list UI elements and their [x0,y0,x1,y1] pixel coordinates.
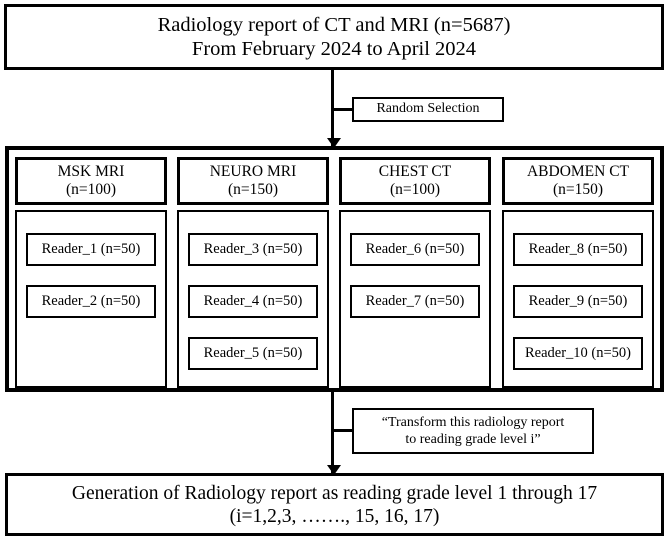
modality-body-neuro-mri: Reader_3 (n=50) Reader_4 (n=50) Reader_5… [177,210,329,388]
reader-label: Reader_10 (n=50) [524,344,632,361]
modality-column-chest-ct: CHEST CT (n=100) Reader_6 (n=50) Reader_… [339,150,491,388]
modality-column-msk-mri: MSK MRI (n=100) Reader_1 (n=50) Reader_2… [15,150,167,388]
source-report-box: Radiology report of CT and MRI (n=5687) … [4,4,664,70]
connector-modalities-to-output [331,392,334,473]
connector-transform-prompt-stub [331,429,354,432]
random-selection-label-box: Random Selection [352,97,504,122]
modality-name: NEURO MRI [209,162,297,180]
modality-group-container: MSK MRI (n=100) Reader_1 (n=50) Reader_2… [5,146,664,392]
reader-label: Reader_8 (n=50) [528,240,628,257]
reader-label: Reader_4 (n=50) [203,292,303,309]
reader-label: Reader_2 (n=50) [41,292,141,309]
output-line2: (i=1,2,3, ……., 15, 16, 17) [229,505,440,527]
reader-box-4: Reader_4 (n=50) [188,285,318,318]
modality-body-msk-mri: Reader_1 (n=50) Reader_2 (n=50) [15,210,167,388]
transform-prompt-line1: “Transform this radiology report [381,414,565,430]
output-generation-box: Generation of Radiology report as readin… [5,473,664,536]
reader-label: Reader_5 (n=50) [203,344,303,361]
modality-header-abdomen-ct: ABDOMEN CT (n=150) [502,157,654,205]
reader-slot: Reader_2 (n=50) [26,285,156,318]
random-selection-label: Random Selection [376,101,480,117]
reader-slot: Reader_3 (n=50) [188,233,318,266]
reader-label: Reader_3 (n=50) [203,240,303,257]
reader-slot: Reader_1 (n=50) [26,233,156,266]
reader-box-8: Reader_8 (n=50) [513,233,643,266]
reader-box-10: Reader_10 (n=50) [513,337,643,370]
reader-slot: Reader_5 (n=50) [188,337,318,370]
modality-header-chest-ct: CHEST CT (n=100) [339,157,491,205]
modality-name: MSK MRI [57,162,125,180]
modality-count: (n=100) [65,181,117,198]
reader-slot: Reader_10 (n=50) [513,337,643,370]
reader-label: Reader_7 (n=50) [365,292,465,309]
output-line1: Generation of Radiology report as readin… [71,482,598,504]
transform-prompt-line2: to reading grade level i” [405,432,541,447]
modality-count: (n=150) [227,181,279,198]
reader-slot: Reader_7 (n=50) [350,285,480,318]
modality-body-chest-ct: Reader_6 (n=50) Reader_7 (n=50) [339,210,491,388]
reader-box-7: Reader_7 (n=50) [350,285,480,318]
reader-box-2: Reader_2 (n=50) [26,285,156,318]
reader-slot: Reader_8 (n=50) [513,233,643,266]
modality-count: (n=150) [552,181,604,198]
reader-label: Reader_9 (n=50) [528,292,628,309]
reader-slot: Reader_4 (n=50) [188,285,318,318]
source-report-line2: From February 2024 to April 2024 [191,38,477,60]
modality-header-neuro-mri: NEURO MRI (n=150) [177,157,329,205]
arrowhead-into-modalities [327,138,341,148]
reader-slot: Reader_9 (n=50) [513,285,643,318]
reader-box-3: Reader_3 (n=50) [188,233,318,266]
modality-name: ABDOMEN CT [526,162,630,180]
source-report-line1: Radiology report of CT and MRI (n=5687) [157,13,511,36]
reader-box-5: Reader_5 (n=50) [188,337,318,370]
reader-box-9: Reader_9 (n=50) [513,285,643,318]
modality-body-abdomen-ct: Reader_8 (n=50) Reader_9 (n=50) Reader_1… [502,210,654,388]
modality-count: (n=100) [389,181,441,198]
reader-slot: Reader_6 (n=50) [350,233,480,266]
modality-column-neuro-mri: NEURO MRI (n=150) Reader_3 (n=50) Reader… [177,150,329,388]
modality-header-msk-mri: MSK MRI (n=100) [15,157,167,205]
arrowhead-into-output [327,465,341,475]
modality-name: CHEST CT [378,162,452,180]
connector-random-selection-stub [331,108,354,111]
reader-box-1: Reader_1 (n=50) [26,233,156,266]
reader-label: Reader_1 (n=50) [41,240,141,257]
modality-column-abdomen-ct: ABDOMEN CT (n=150) Reader_8 (n=50) Reade… [502,150,654,388]
reader-label: Reader_6 (n=50) [365,240,465,257]
reader-box-6: Reader_6 (n=50) [350,233,480,266]
transform-prompt-box: “Transform this radiology report to read… [352,408,594,454]
